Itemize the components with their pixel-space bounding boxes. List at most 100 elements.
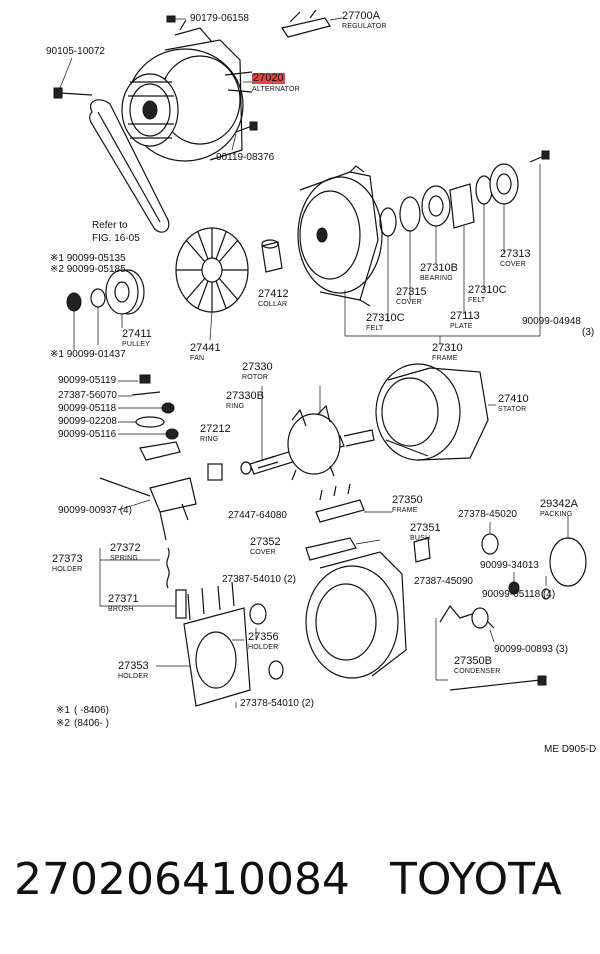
part-90099-05135-label: ※1 90099-05135 bbox=[50, 253, 126, 264]
plate-label: PLATE bbox=[450, 323, 473, 330]
rotor-drawing bbox=[240, 386, 375, 481]
part-90105-10072-label: 90105-10072 bbox=[46, 46, 105, 57]
part-90099-00937-label: 90099-00937 (4) bbox=[58, 505, 132, 516]
holder-27373-label: HOLDER bbox=[52, 566, 83, 573]
part-27447-64080-label: 27447-64080 bbox=[228, 510, 287, 521]
part-27378-45020-label: 27378-45020 bbox=[458, 509, 517, 520]
frame-27310-label: FRAME bbox=[432, 355, 458, 362]
part-27356-label: 27356 bbox=[248, 631, 279, 643]
part-27372-label: 27372 bbox=[110, 542, 141, 554]
part-90099-00893-label: 90099-00893 (3) bbox=[494, 644, 568, 655]
rotor-label: ROTOR bbox=[242, 374, 269, 381]
part-27352-label: 27352 bbox=[250, 536, 281, 548]
note-2-range: (8406- ) bbox=[74, 718, 110, 729]
packing-label: PACKING bbox=[540, 511, 573, 518]
part-90119-08376-label: 90119-08376 bbox=[216, 152, 275, 163]
diagram-id-label: ME D905-D bbox=[544, 744, 597, 755]
part-27310C-felt-right-label: 27310C bbox=[468, 284, 507, 296]
rear-frame-drawing bbox=[305, 483, 431, 679]
holder-27353-label: HOLDER bbox=[118, 673, 149, 680]
bearing-label: BEARING bbox=[420, 275, 453, 282]
condenser-drawing bbox=[435, 604, 495, 681]
part-27350B-label: 27350B bbox=[454, 655, 492, 667]
part-27411-label: 27411 bbox=[122, 328, 152, 340]
brush-holder-drawing bbox=[99, 477, 197, 619]
part-27113-label: 27113 bbox=[450, 310, 480, 322]
part-27330-label: 27330 bbox=[242, 361, 273, 373]
pulley-label: PULLEY bbox=[122, 341, 151, 348]
part-27313-label: 27313 bbox=[500, 248, 531, 260]
belt-drawing bbox=[89, 99, 170, 233]
part-90099-01437-label: ※1 90099-01437 bbox=[50, 349, 126, 360]
part-90099-02208-label: 90099-02208 bbox=[58, 416, 117, 427]
part-27310C-felt-left-label: 27310C bbox=[366, 312, 405, 324]
part-90099-05116-label: 90099-05116 bbox=[58, 429, 117, 440]
part-27378-54010-label: 27378-54010 (2) bbox=[240, 698, 314, 709]
fan-label: FAN bbox=[190, 355, 205, 362]
packing-ring-drawing bbox=[549, 537, 587, 587]
part-90099-34013-label: 90099-34013 bbox=[480, 560, 539, 571]
part-27310B-label: 27310B bbox=[420, 262, 458, 274]
stator-label: STATOR bbox=[498, 406, 527, 413]
part-27373-label: 27373 bbox=[52, 553, 83, 565]
ring-27330B-label: RING bbox=[226, 403, 245, 410]
part-27350-label: 27350 bbox=[392, 494, 423, 506]
part-90099-05185-label: ※2 90099-05185 bbox=[50, 264, 126, 275]
part-27310-label: 27310 bbox=[432, 342, 463, 354]
cover-27352-label: COVER bbox=[250, 549, 276, 556]
part-27212-label: 27212 bbox=[200, 423, 231, 435]
part-90099-05118-label: 90099-05118 bbox=[58, 403, 117, 414]
regulator-label: REGULATOR bbox=[342, 23, 387, 30]
part-27351-label: 27351 bbox=[410, 522, 441, 534]
part-27410-label: 27410 bbox=[498, 393, 529, 405]
alternator-assembly-drawing bbox=[121, 19, 253, 162]
part-27353-label: 27353 bbox=[118, 660, 149, 672]
bush-label: BUSH bbox=[410, 535, 431, 542]
part-27020-label: 27020 bbox=[252, 72, 285, 84]
part-caption: 270206410084 TOYOTA bbox=[14, 852, 594, 912]
part-27387-56070-label: 27387-56070 bbox=[58, 390, 117, 401]
washer-stack-drawing bbox=[118, 374, 181, 461]
part-27371-label: 27371 bbox=[108, 593, 139, 605]
part-27441-label: 27441 bbox=[190, 342, 221, 354]
frame-27350-label: FRAME bbox=[392, 507, 418, 514]
part-29342A-label: 29342A bbox=[540, 498, 578, 510]
fan-drawing bbox=[175, 227, 249, 341]
note-1-mark: ※1 bbox=[56, 705, 70, 716]
collar-drawing bbox=[261, 239, 283, 273]
exploded-parts-diagram bbox=[53, 9, 587, 708]
felt-right-label: FELT bbox=[468, 297, 486, 304]
alternator-label: ALTERNATOR bbox=[252, 86, 300, 93]
ring-27212-label: RING bbox=[200, 436, 219, 443]
note-2-mark: ※2 bbox=[56, 718, 70, 729]
condenser-label: CONDENSER bbox=[454, 668, 501, 675]
part-27700A-label: 27700A bbox=[342, 10, 380, 22]
part-90179-06158-label: 90179-06158 bbox=[190, 13, 249, 24]
refer-to-label[interactable]: Refer to bbox=[92, 220, 128, 231]
drive-end-frame-drawing bbox=[297, 165, 383, 307]
part-27330B-label: 27330B bbox=[226, 390, 264, 402]
part-27387-45090-label: 27387-45090 bbox=[414, 576, 473, 587]
part-27412-label: 27412 bbox=[258, 288, 289, 300]
bolt-90105-10072-drawing bbox=[53, 57, 93, 99]
pulley-drawing bbox=[66, 269, 145, 350]
cover-27313-label: COVER bbox=[500, 261, 526, 268]
spring-label: SPRING bbox=[110, 555, 139, 562]
regulator-drawing bbox=[281, 9, 343, 38]
part-27387-54010-label: 27387-54010 (2) bbox=[222, 574, 296, 585]
qty-3-label: (3) bbox=[582, 327, 595, 338]
cover-27315-label: COVER bbox=[396, 299, 422, 306]
felt-left-label: FELT bbox=[366, 325, 384, 332]
part-90099-05118-qty4-label: 90099-05118 (4) bbox=[482, 589, 556, 600]
rectifier-holder-drawing bbox=[156, 581, 251, 708]
part-90099-04948-label: 90099-04948 bbox=[522, 316, 581, 327]
collar-label: COLLAR bbox=[258, 301, 288, 308]
fig-reference-link[interactable]: FIG. 16-05 bbox=[92, 233, 140, 244]
stator-drawing bbox=[375, 363, 496, 461]
caption-part-number: 270206410084 bbox=[14, 854, 350, 905]
note-1-range: ( -8406) bbox=[74, 705, 110, 716]
part-90099-05119-label: 90099-05119 bbox=[58, 375, 117, 386]
holder-27356-label: HOLDER bbox=[248, 644, 279, 651]
caption-brand: TOYOTA bbox=[389, 854, 562, 905]
part-27315-label: 27315 bbox=[396, 286, 427, 298]
